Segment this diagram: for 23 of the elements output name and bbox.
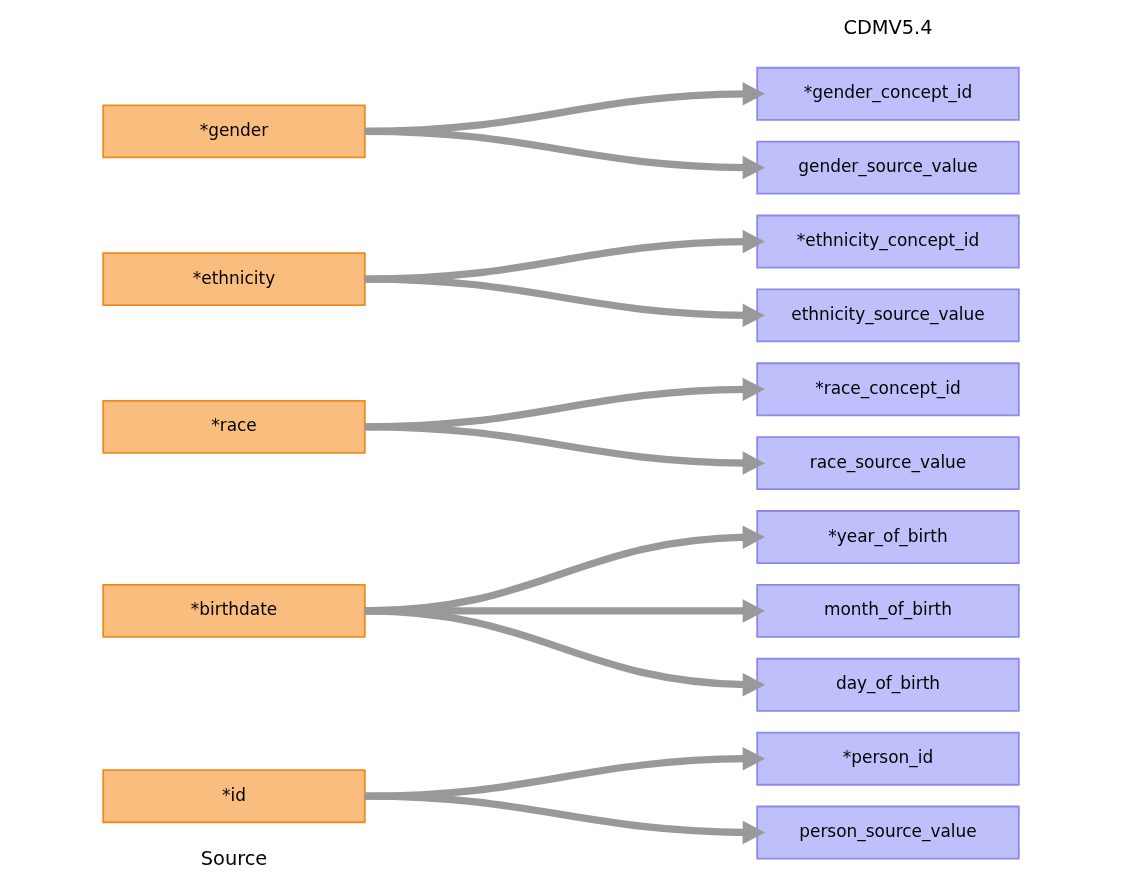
node-box: *ethnicity_concept_id <box>756 214 1020 268</box>
node-box: month_of_birth <box>756 583 1020 638</box>
node-box: day_of_birth <box>756 657 1020 712</box>
arrow <box>364 792 766 844</box>
node-box: *id <box>102 768 366 823</box>
node-box: *race_concept_id <box>756 361 1020 416</box>
arrow <box>364 127 766 179</box>
label: Source <box>200 846 268 870</box>
node-box: *year_of_birth <box>756 509 1020 564</box>
node-box: *gender_concept_id <box>756 66 1020 121</box>
arrow <box>364 274 765 327</box>
arrow <box>364 422 766 475</box>
node-box: gender_source_value <box>756 140 1020 195</box>
node-box: ethnicity_source_value <box>756 287 1020 342</box>
node-box: *person_id <box>756 731 1020 786</box>
node-box: *ethnicity <box>102 251 366 306</box>
node-box: person_source_value <box>756 805 1020 859</box>
node-box: *race <box>102 399 366 454</box>
node-box: *birthdate <box>102 583 366 638</box>
label: CDMV5.4 <box>843 15 933 39</box>
arrow <box>364 606 765 696</box>
node-box: race_source_value <box>756 435 1020 490</box>
node-box: *gender <box>102 103 366 158</box>
